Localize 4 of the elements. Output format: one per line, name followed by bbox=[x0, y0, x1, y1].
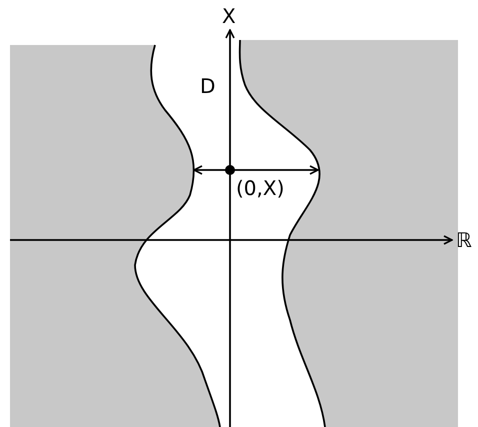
axis-label: X bbox=[222, 6, 236, 26]
axis-label: ℝ bbox=[456, 230, 472, 250]
point-label: (0,X) bbox=[236, 178, 284, 198]
region-label: D bbox=[200, 76, 216, 96]
